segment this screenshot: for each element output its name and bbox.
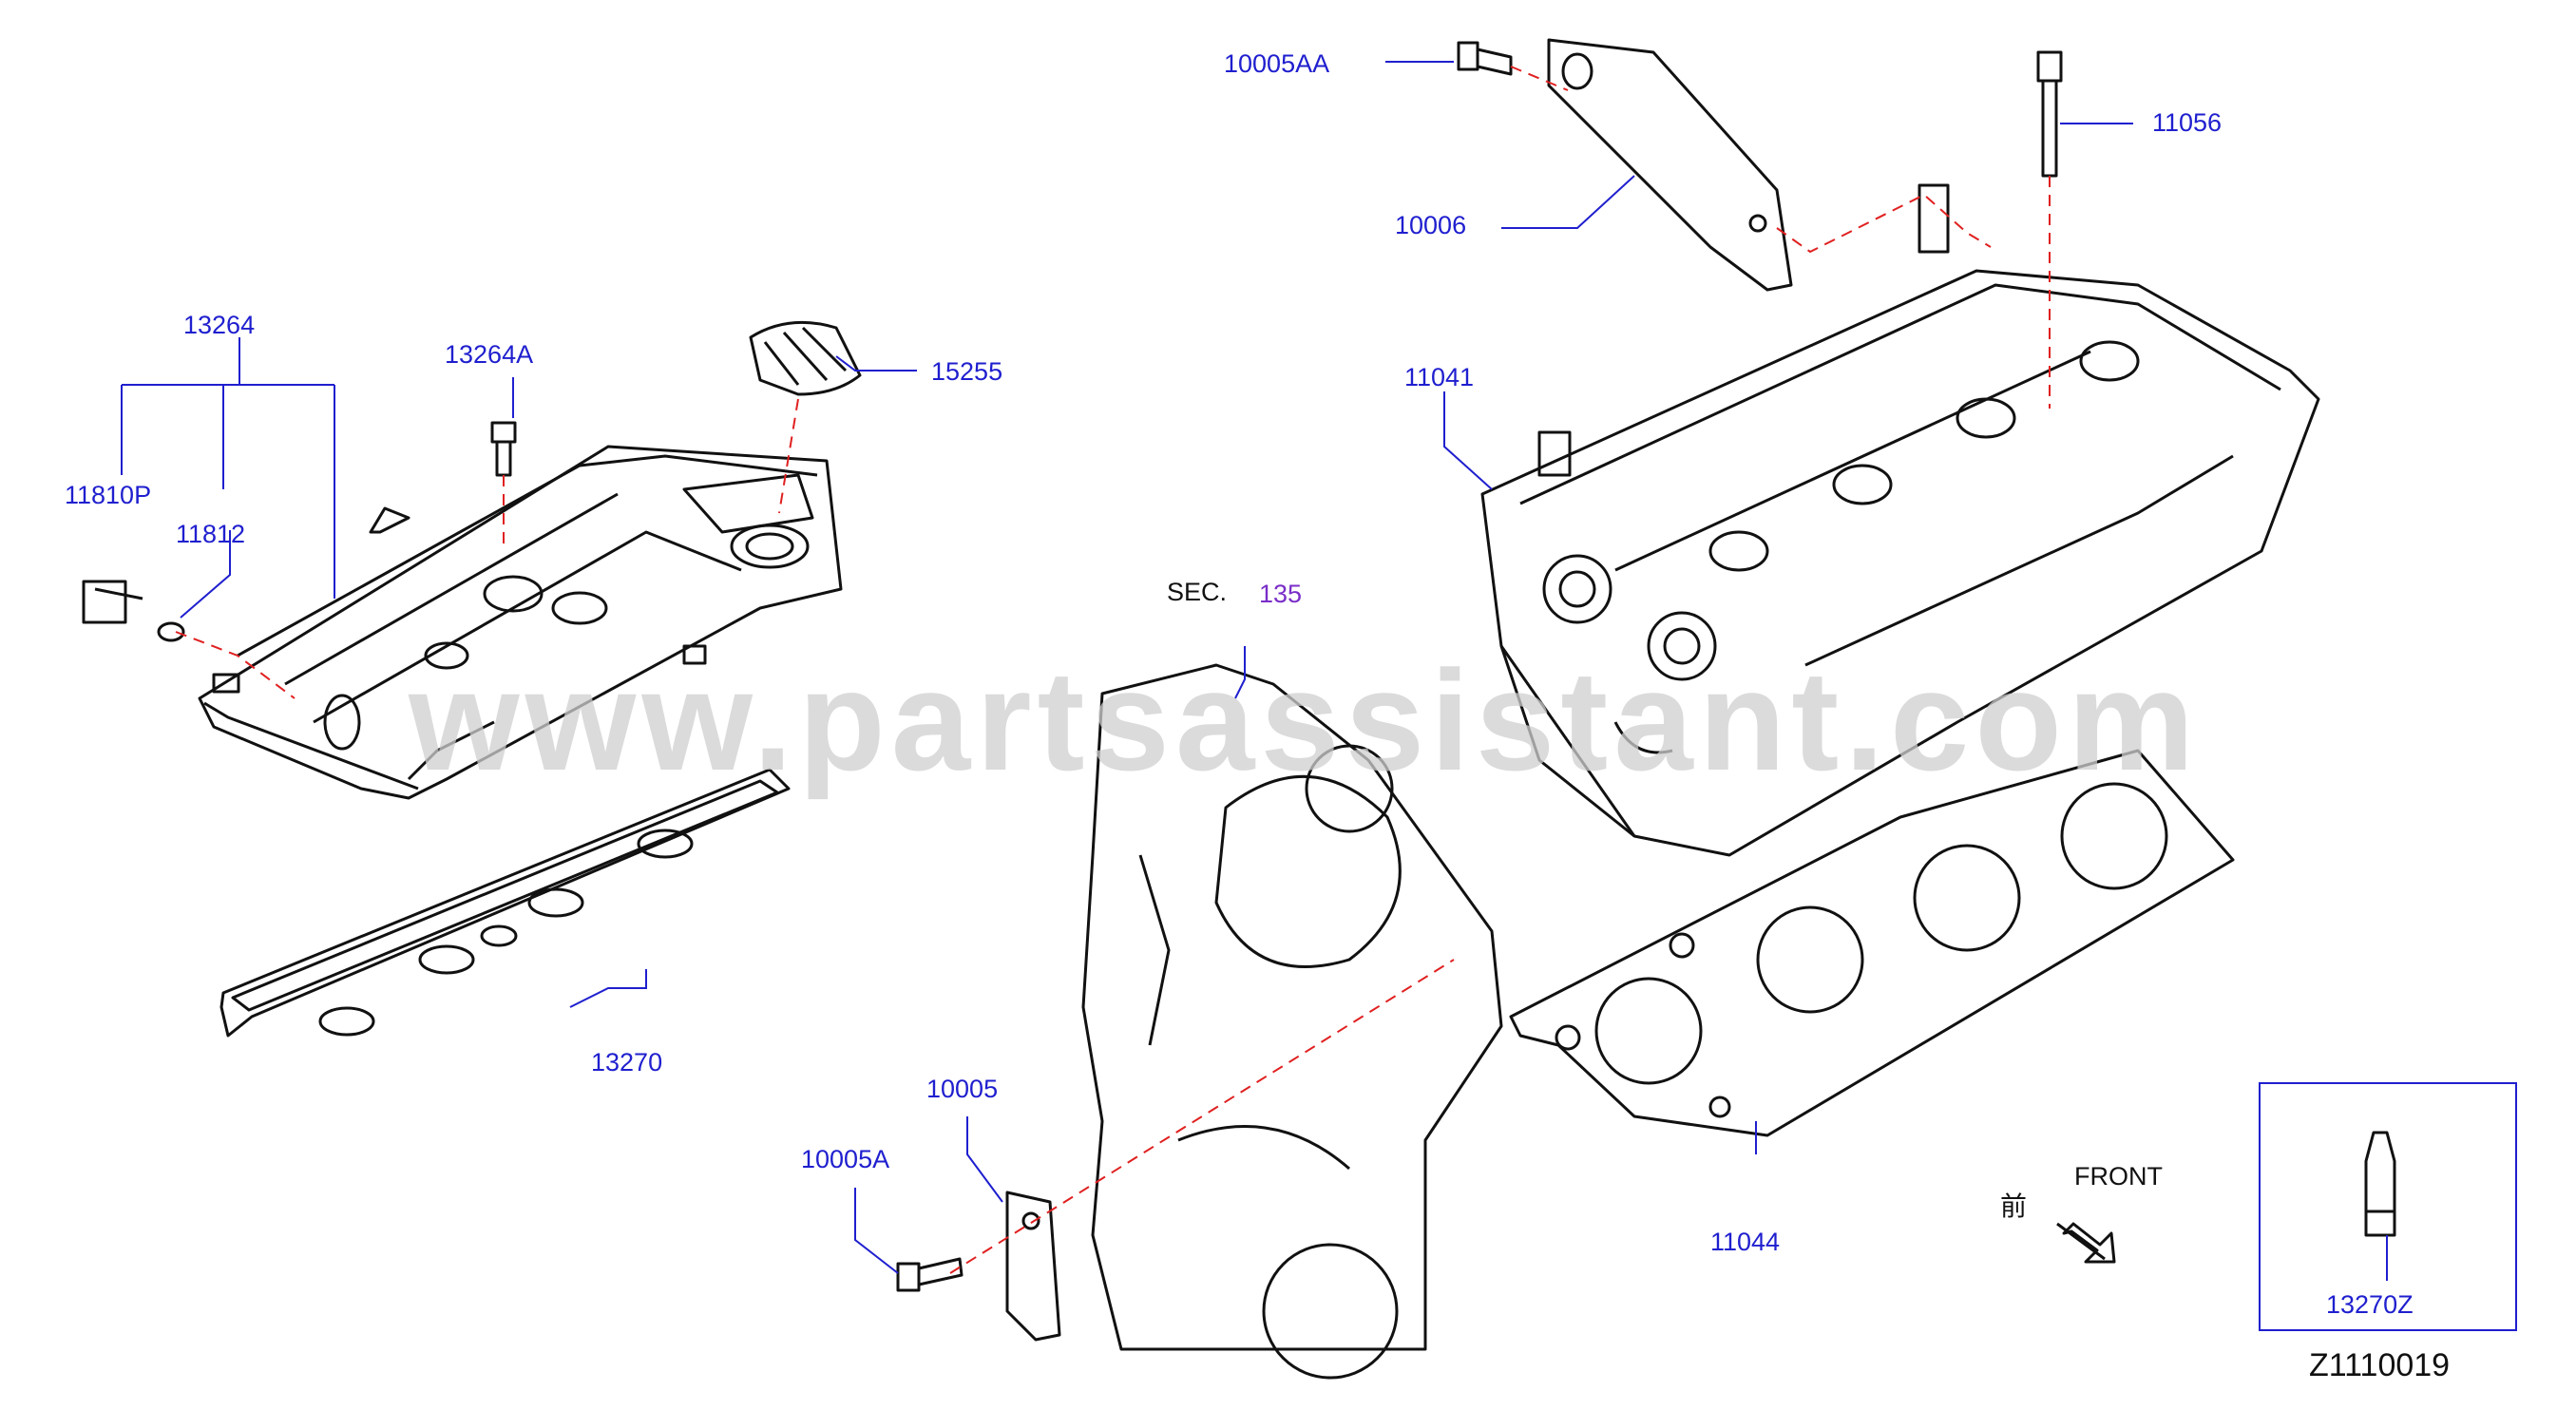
- oil-filler-cap-15255[interactable]: [749, 320, 862, 396]
- diagram-reference: Z1110019: [2309, 1347, 2451, 1383]
- label-15255[interactable]: 15255: [931, 357, 1003, 386]
- bolt-10005AA[interactable]: [1457, 41, 1513, 76]
- bolt-10005A[interactable]: [896, 1257, 964, 1292]
- cylinder-head-gasket-11044[interactable]: [1509, 749, 2235, 1137]
- sealant-tube-13270Z[interactable]: [2364, 1131, 2396, 1237]
- label-13270Z[interactable]: 13270Z: [2326, 1290, 2414, 1319]
- label-front-cjk: 前: [2000, 1191, 2028, 1222]
- label-11810P[interactable]: 11810P: [65, 481, 152, 509]
- label-sec: SEC.: [1167, 578, 1228, 606]
- cylinder-head-11041[interactable]: [1480, 183, 2320, 857]
- rocker-cover-gasket-13270[interactable]: [219, 768, 791, 1038]
- label-10005A[interactable]: 10005A: [801, 1145, 890, 1173]
- label-10006[interactable]: 10006: [1395, 211, 1467, 239]
- phantom-lines: [175, 66, 2051, 1274]
- watermark: www.partsassistant.com: [409, 640, 2201, 800]
- inset-box: [2259, 1082, 2517, 1331]
- front-direction-arrow: [2056, 1222, 2116, 1264]
- label-13264[interactable]: 13264: [183, 311, 256, 339]
- pcv-valve-11810P[interactable]: [82, 580, 143, 624]
- label-11812[interactable]: 11812: [176, 520, 246, 548]
- bracket-10006[interactable]: [1547, 38, 1793, 292]
- bolt-13264A[interactable]: [490, 421, 517, 477]
- label-11044[interactable]: 11044: [1710, 1228, 1781, 1256]
- label-10005AA[interactable]: 10005AA: [1224, 49, 1330, 78]
- leader-lines: [121, 61, 2388, 1281]
- timing-chain-case-sec-135[interactable]: [1081, 663, 1503, 1380]
- bolt-11056[interactable]: [2036, 50, 2063, 178]
- label-13264A[interactable]: 13264A: [445, 340, 534, 369]
- bracket-10005[interactable]: [1005, 1191, 1061, 1342]
- label-10005[interactable]: 10005: [926, 1075, 999, 1103]
- label-13270[interactable]: 13270: [591, 1048, 663, 1077]
- label-front: FRONT: [2074, 1162, 2163, 1191]
- o-ring-11812[interactable]: [157, 621, 185, 642]
- label-11056[interactable]: 11056: [2152, 108, 2223, 137]
- label-sec-135[interactable]: 135: [1259, 580, 1303, 608]
- label-11041[interactable]: 11041: [1404, 363, 1475, 391]
- rocker-cover-13264[interactable]: [198, 445, 843, 800]
